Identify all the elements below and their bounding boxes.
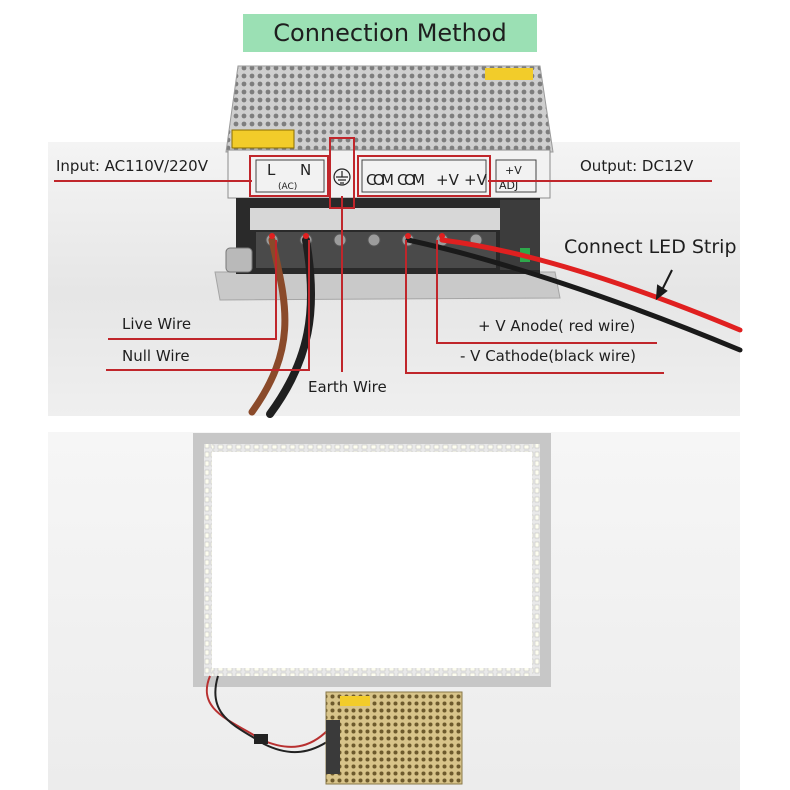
small-power-supply bbox=[325, 691, 463, 785]
null-terminal-marker bbox=[303, 233, 309, 239]
earth-wire-label: Earth Wire bbox=[308, 378, 387, 396]
anode-callout bbox=[436, 240, 657, 344]
page-title: Connection Method bbox=[273, 19, 507, 47]
cathode-terminal-marker bbox=[405, 233, 411, 239]
screw-terminal bbox=[333, 233, 347, 247]
wire-connector bbox=[254, 734, 268, 744]
led-strip-arrow bbox=[655, 269, 673, 301]
vplus-label-1: +V bbox=[436, 171, 460, 189]
vplus-label-2: +V bbox=[464, 171, 488, 189]
input-terminal-box bbox=[249, 155, 329, 197]
screw-terminal bbox=[367, 233, 381, 247]
red-wire bbox=[439, 237, 743, 333]
terminal-L-label: L bbox=[267, 161, 276, 179]
cathode-label: - V Cathode(black wire) bbox=[460, 347, 636, 365]
com-label-2: COM bbox=[397, 171, 425, 189]
null-wire-callout bbox=[106, 240, 310, 371]
ground-icon bbox=[333, 168, 351, 186]
led-strip-left bbox=[204, 444, 212, 676]
null-wire-label: Null Wire bbox=[122, 347, 190, 365]
output-label: Output: DC12V bbox=[580, 157, 694, 175]
anode-label: + V Anode( red wire) bbox=[478, 317, 636, 335]
live-wire-label: Live Wire bbox=[122, 315, 192, 333]
connect-led-strip-label: Connect LED Strip bbox=[564, 236, 737, 258]
adj-top-label: +V bbox=[505, 164, 522, 177]
anode-terminal-marker bbox=[439, 233, 445, 239]
live-wire-callout bbox=[108, 240, 277, 340]
led-frame bbox=[193, 433, 551, 687]
terminal-ac-label: (AC) bbox=[278, 182, 297, 192]
black-wire bbox=[405, 237, 743, 353]
led-strip-right bbox=[532, 444, 540, 676]
caution-sticker bbox=[231, 129, 295, 149]
terminal-N-label: N bbox=[300, 161, 311, 179]
led-strip-top bbox=[204, 444, 540, 452]
adj-bottom-label: ADJ bbox=[499, 179, 518, 192]
output-terminal-box bbox=[357, 155, 491, 197]
cathode-callout bbox=[405, 240, 664, 374]
live-terminal-marker bbox=[269, 233, 275, 239]
title-banner: Connection Method bbox=[243, 14, 537, 52]
input-label: Input: AC110V/220V bbox=[56, 157, 208, 175]
led-strip-bottom bbox=[204, 668, 540, 676]
com-label-1: COM bbox=[366, 171, 394, 189]
